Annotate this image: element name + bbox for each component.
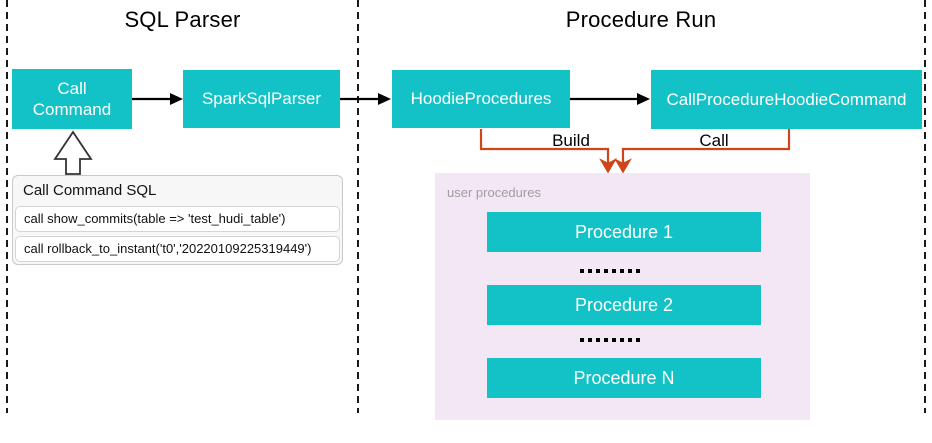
arrow-hoodieprocedures-to-callprocedure xyxy=(570,93,650,105)
arrow-sparksqlparser-to-hoodieprocedures xyxy=(340,93,391,105)
section-title-procedure-run: Procedure Run xyxy=(565,7,717,32)
node-procedure-1-label: Procedure 1 xyxy=(574,221,674,242)
node-procedure-1: Procedure 1 xyxy=(487,212,761,252)
node-call-procedure-hoodie-command: CallProcedureHoodieCommand xyxy=(651,70,922,129)
user-procedures-container: user procedures Procedure 1 Procedure 2 … xyxy=(435,173,810,420)
node-hoodie-procedures-label: HoodieProcedures xyxy=(410,89,552,109)
node-procedure-2-label: Procedure 2 xyxy=(574,294,674,315)
arrow-call-command-to-sparksqlparser xyxy=(132,93,183,105)
node-spark-sql-parser-label: SparkSqlParser xyxy=(201,89,322,109)
section-title-sql-parser: SQL Parser xyxy=(124,7,241,32)
hollow-up-arrow xyxy=(53,130,93,175)
edge-label-call: Call xyxy=(699,131,729,150)
ellipsis-dots xyxy=(578,338,642,342)
edge-label-build: Build xyxy=(552,131,590,150)
node-call-command-label: Call Command xyxy=(32,78,112,119)
dashed-border-middle xyxy=(357,0,359,413)
node-procedure-n-label: Procedure N xyxy=(573,367,675,388)
call-command-sql-panel: Call Command SQL call show_commits(table… xyxy=(12,175,343,265)
ellipsis-dots xyxy=(578,269,642,273)
sql-example-row: call rollback_to_instant('t0','202201092… xyxy=(15,236,340,262)
sql-example-row: call show_commits(table => 'test_hudi_ta… xyxy=(15,206,340,232)
node-call-command: Call Command xyxy=(12,69,132,129)
node-hoodie-procedures: HoodieProcedures xyxy=(392,70,570,128)
dashed-border-right xyxy=(924,0,926,413)
node-call-procedure-hoodie-command-label: CallProcedureHoodieCommand xyxy=(666,89,907,109)
node-procedure-n: Procedure N xyxy=(487,358,761,398)
sql-panel-title: Call Command SQL xyxy=(23,182,157,199)
dashed-border-left xyxy=(6,0,8,413)
user-procedures-label: user procedures xyxy=(447,185,541,200)
node-spark-sql-parser: SparkSqlParser xyxy=(183,70,340,128)
node-procedure-2: Procedure 2 xyxy=(487,285,761,325)
